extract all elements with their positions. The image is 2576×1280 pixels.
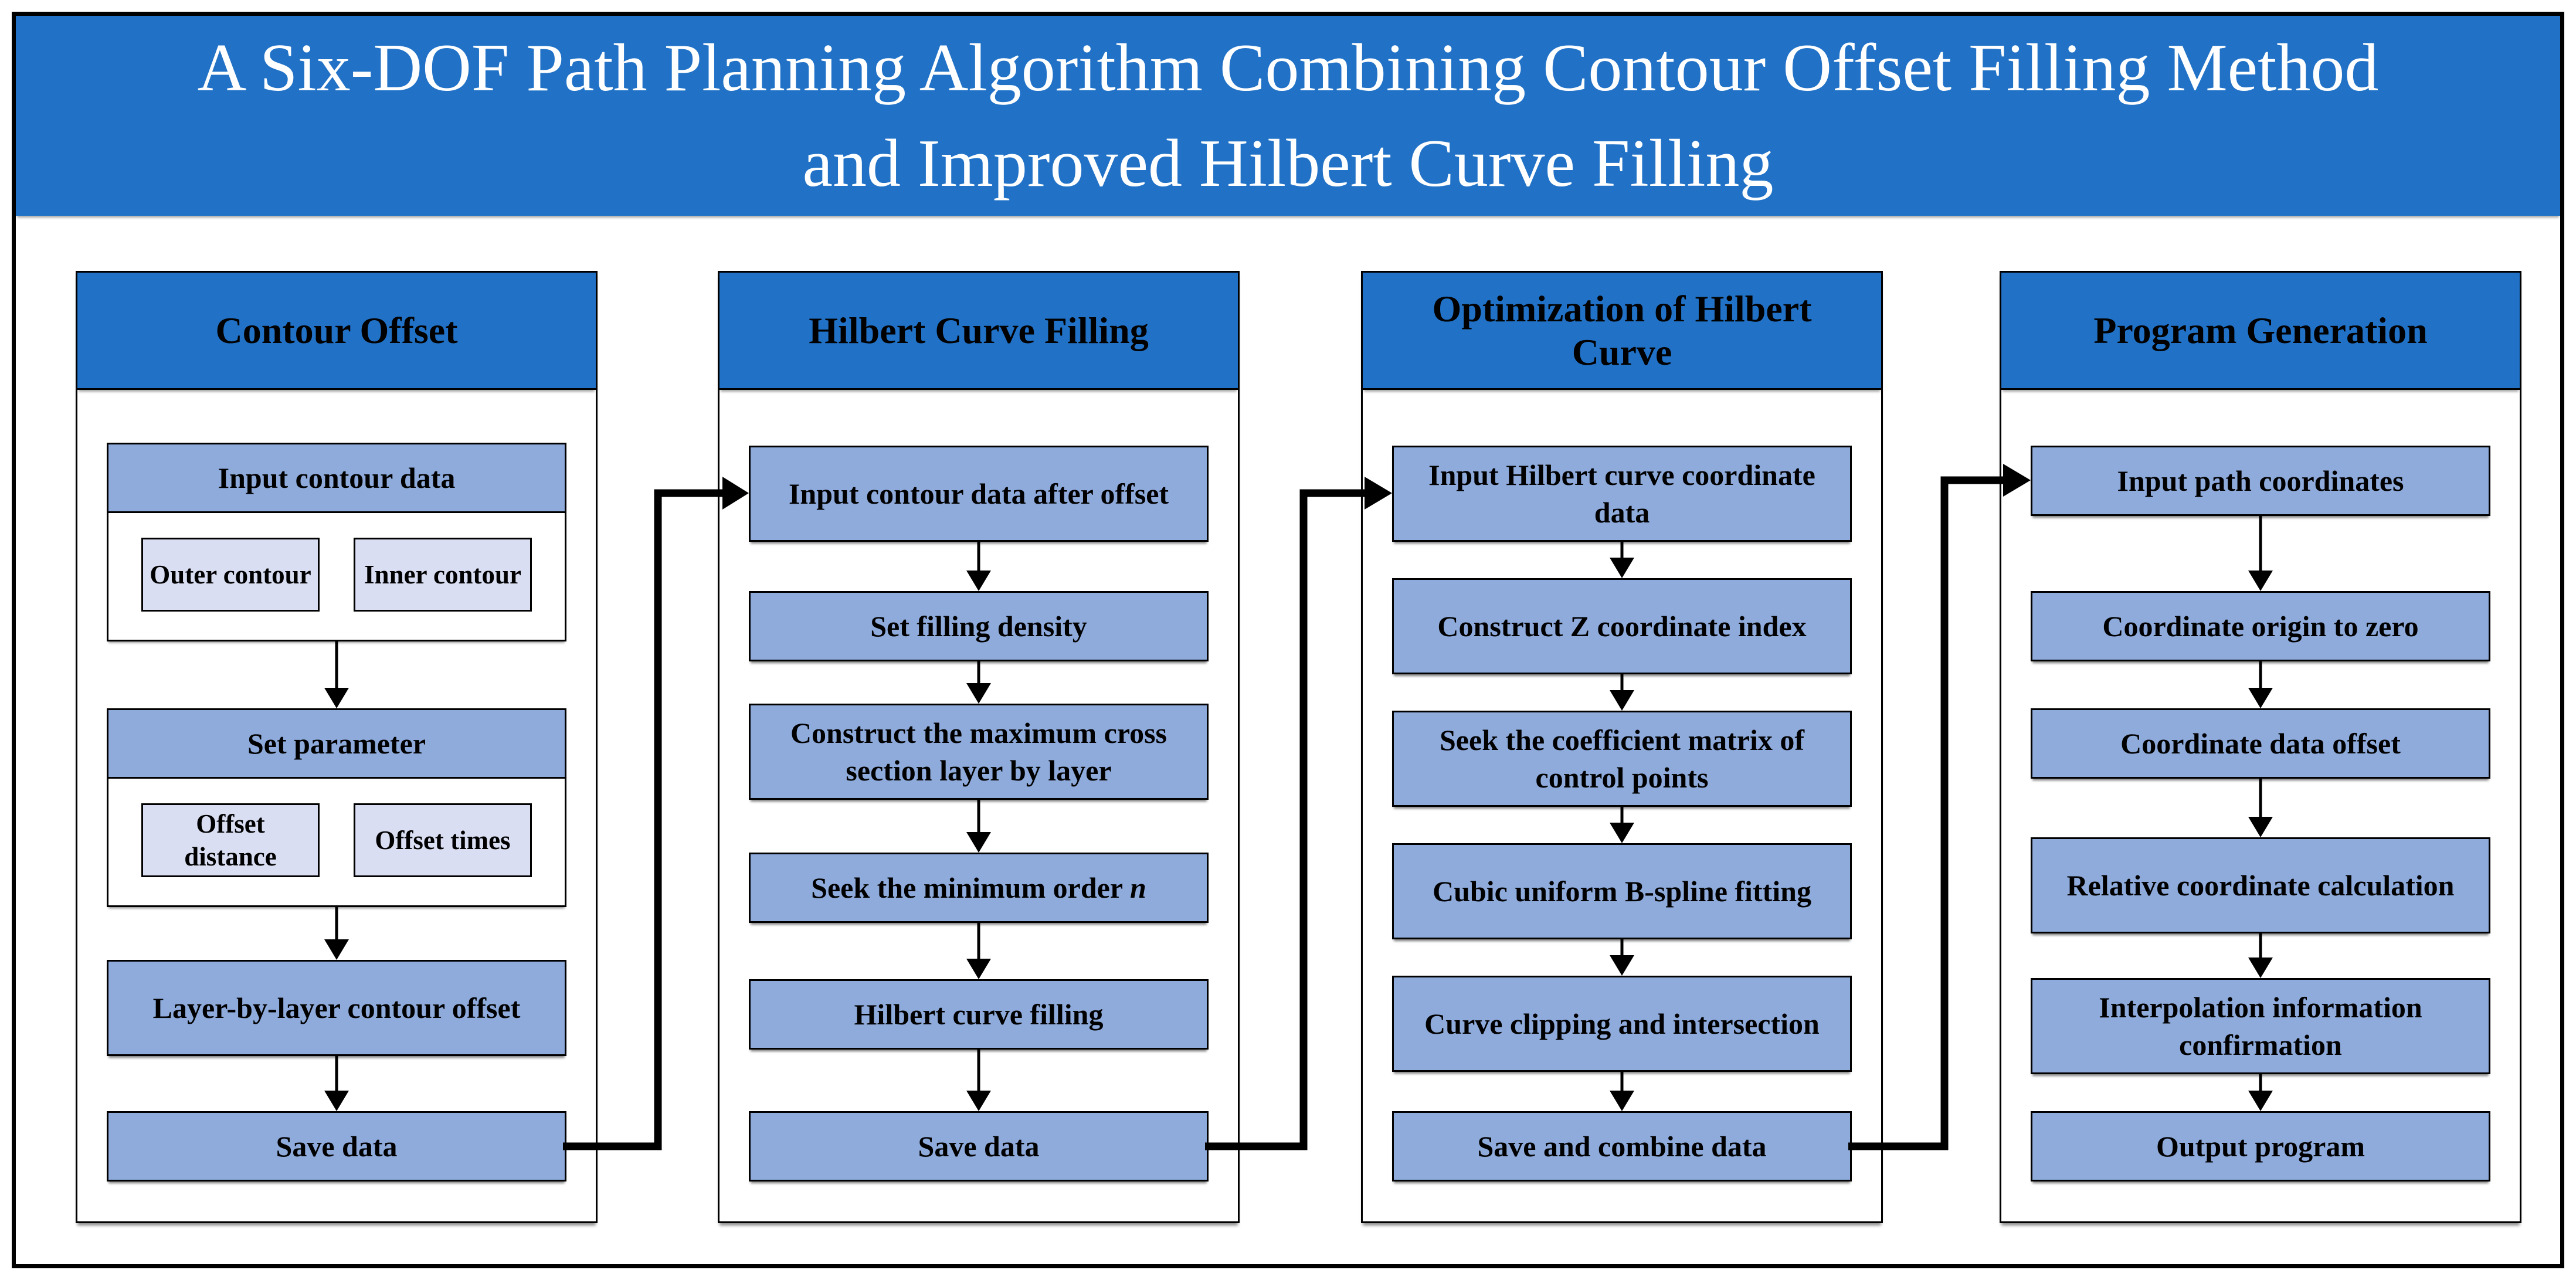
down-arrow-icon <box>966 661 992 704</box>
box-seek-coefficient-matrix: Seek the coefficient matrix of control p… <box>1392 711 1852 807</box>
down-arrow-icon <box>324 1056 349 1111</box>
seek-minimum-order-label: Seek the minimum order <box>811 871 1124 904</box>
down-arrow-icon <box>2248 779 2273 837</box>
outer-frame <box>12 12 2564 1268</box>
column-header-hilbert-curve-filling: Hilbert Curve Filling <box>719 273 1238 390</box>
down-arrow-icon <box>2248 516 2273 591</box>
box-set-filling-density: Set filling density <box>749 591 1209 661</box>
down-arrow-icon <box>324 907 349 960</box>
box-outer-contour: Outer contour <box>141 538 320 612</box>
box-construct-z-index: Construct Z coordinate index <box>1392 578 1852 674</box>
box-save-data-2: Save data <box>749 1111 1209 1181</box>
title-line-2: and Improved Hilbert Curve Filling <box>802 125 1774 201</box>
box-layer-by-layer-offset: Layer-by-layer contour offset <box>107 960 566 1056</box>
column-header-program-generation: Program Generation <box>2001 273 2520 390</box>
box-hilbert-curve-filling: Hilbert curve filling <box>749 979 1209 1050</box>
box-relative-coordinate-calculation: Relative coordinate calculation <box>2031 837 2490 933</box>
down-arrow-icon <box>966 923 992 979</box>
box-inner-contour: Inner contour <box>354 538 532 612</box>
down-arrow-icon <box>966 800 992 853</box>
column-header-contour-offset: Contour Offset <box>77 273 596 390</box>
down-arrow-icon <box>2248 933 2273 978</box>
box-save-and-combine-data: Save and combine data <box>1392 1111 1852 1181</box>
down-arrow-icon <box>1609 674 1635 711</box>
box-set-parameter: Set parameter <box>107 708 566 779</box>
box-input-contour-data: Input contour data <box>107 443 566 513</box>
down-arrow-icon <box>1609 807 1635 843</box>
column-header-optimization-hilbert-curve: Optimization of Hilbert Curve <box>1363 273 1881 390</box>
box-input-hilbert-coordinate-data: Input Hilbert curve coordinate data <box>1392 446 1852 542</box>
column-optimization-hilbert-curve: Optimization of Hilbert Curve Input Hilb… <box>1361 271 1883 1223</box>
down-arrow-icon <box>1609 542 1635 578</box>
down-arrow-icon <box>966 542 992 591</box>
down-arrow-icon <box>2248 661 2273 708</box>
down-arrow-icon <box>966 1050 992 1111</box>
box-curve-clipping-intersection: Curve clipping and intersection <box>1392 976 1852 1072</box>
down-arrow-icon <box>324 641 349 708</box>
box-seek-minimum-order: Seek the minimum order n <box>749 853 1209 923</box>
box-save-data-1: Save data <box>107 1111 566 1181</box>
title-line-1: A Six-DOF Path Planning Algorithm Combin… <box>197 30 2379 106</box>
column-hilbert-curve-filling: Hilbert Curve Filling Input contour data… <box>718 271 1240 1223</box>
box-offset-times: Offset times <box>354 803 532 877</box>
down-arrow-icon <box>2248 1074 2273 1111</box>
box-output-program: Output program <box>2031 1111 2490 1181</box>
box-input-contour-after-offset: Input contour data after offset <box>749 446 1209 542</box>
down-arrow-icon <box>1609 1072 1635 1111</box>
title-banner: A Six-DOF Path Planning Algorithm Combin… <box>16 16 2560 216</box>
box-coordinate-origin-to-zero: Coordinate origin to zero <box>2031 591 2490 661</box>
seek-minimum-order-variable: n <box>1130 871 1146 904</box>
group-offset-parameters: Offset distance Offset times <box>107 777 566 907</box>
group-contour-types: Outer contour Inner contour <box>107 511 566 641</box>
down-arrow-icon <box>1609 939 1635 976</box>
box-offset-distance: Offset distance <box>141 803 320 877</box>
column-program-generation: Program Generation Input path coordinate… <box>2000 271 2521 1223</box>
box-cubic-bspline-fitting: Cubic uniform B-spline fitting <box>1392 843 1852 939</box>
box-interpolation-confirmation: Interpolation information confirmation <box>2031 978 2490 1074</box>
column-contour-offset: Contour Offset Input contour data Outer … <box>76 271 598 1223</box>
box-coordinate-data-offset: Coordinate data offset <box>2031 708 2490 779</box>
box-construct-max-cross-section: Construct the maximum cross section laye… <box>749 704 1209 800</box>
box-input-path-coordinates: Input path coordinates <box>2031 446 2490 516</box>
